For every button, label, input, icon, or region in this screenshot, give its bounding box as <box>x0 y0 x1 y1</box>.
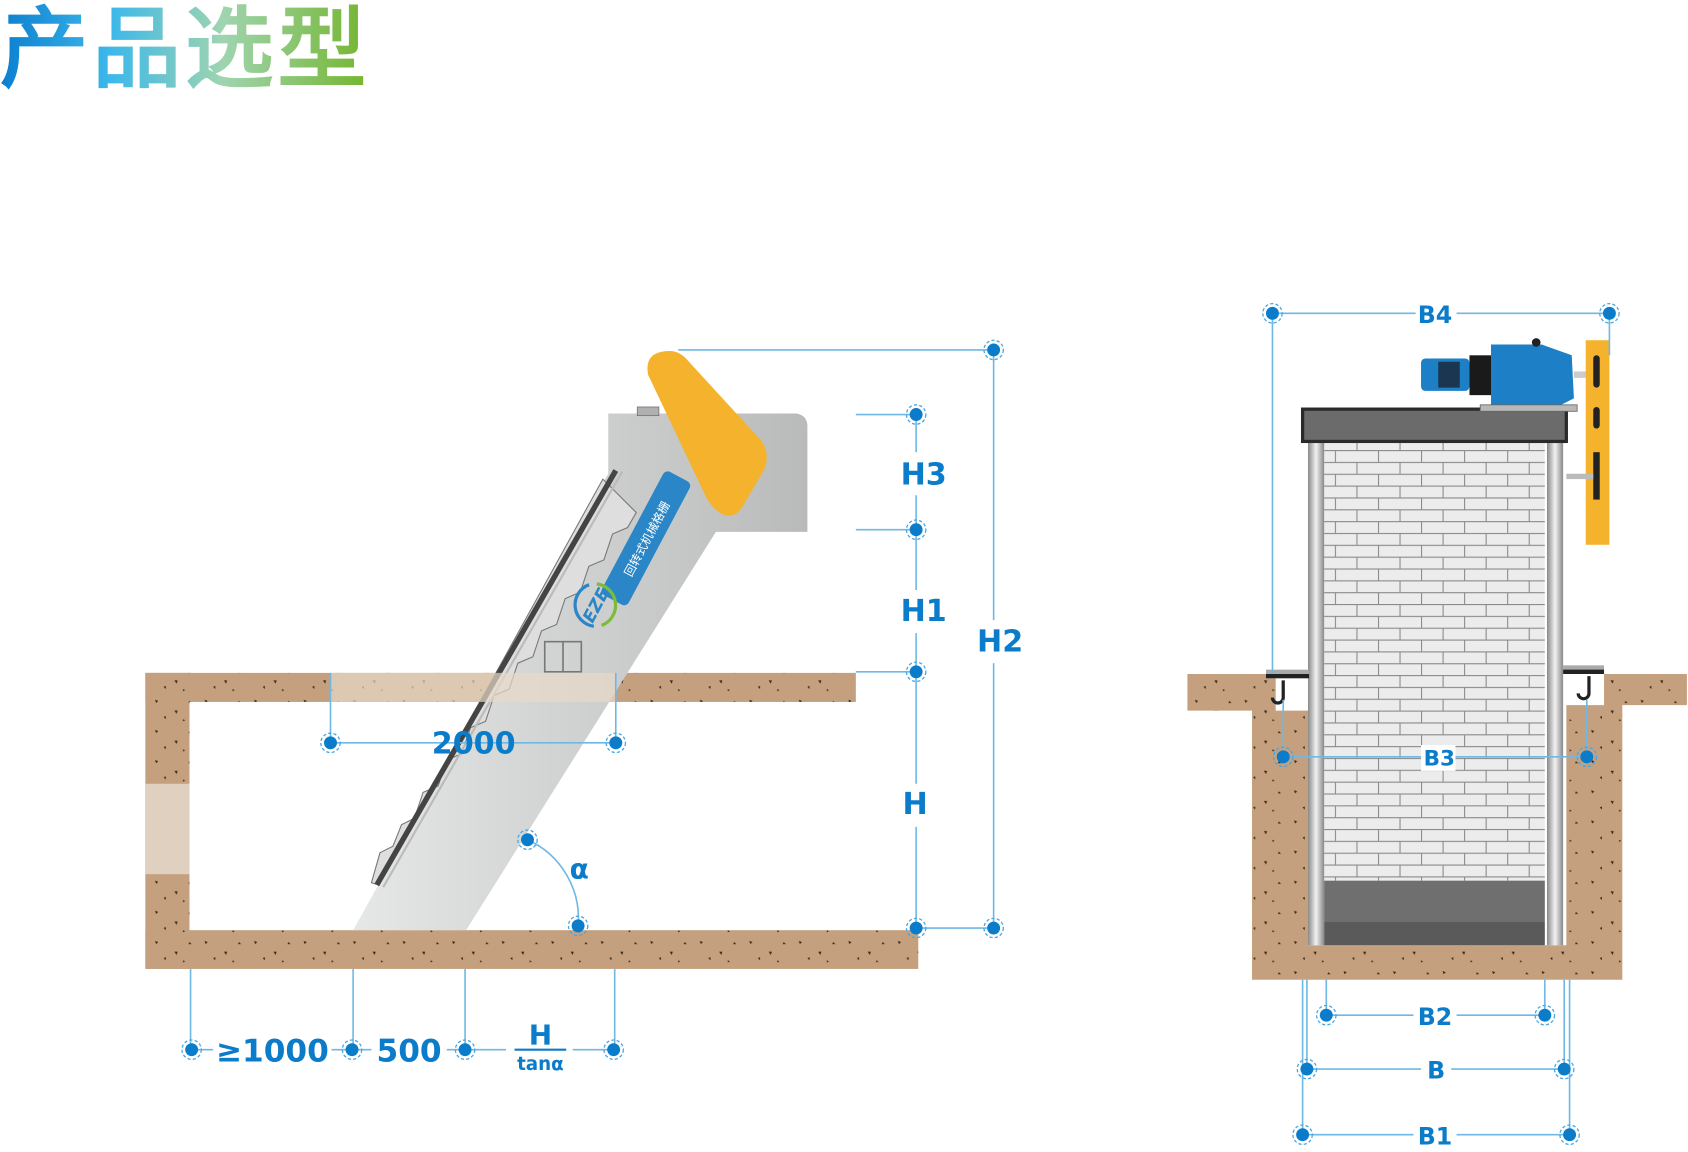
label-b3: B3 <box>1424 746 1455 771</box>
label-fraction-denominator: tanα <box>517 1054 564 1075</box>
label-alpha: α <box>570 853 589 886</box>
page-title: 产品选型 <box>0 0 370 101</box>
screen-frame <box>1266 407 1605 946</box>
label-h3: H3 <box>901 457 947 492</box>
label-b1: B1 <box>1418 1122 1453 1150</box>
label-width-2000: 2000 <box>432 727 516 762</box>
pit-concrete <box>1187 673 1687 980</box>
drive-motor <box>1421 338 1594 412</box>
side-view: 回转式机械格栅 EZE <box>145 339 1026 1077</box>
label-b2: B2 <box>1418 1003 1453 1031</box>
label-fraction-numerator: H <box>529 1018 552 1051</box>
label-h1: H1 <box>901 594 947 629</box>
screen-machine: 回转式机械格栅 EZE <box>353 351 808 931</box>
label-b: B <box>1427 1057 1445 1085</box>
label-h2: H2 <box>977 624 1023 659</box>
label-h: H <box>902 787 927 822</box>
side-labels: H3 H1 H H2 2000 α ≥1000 500 H tanα <box>213 452 1026 1077</box>
label-500: 500 <box>377 1034 442 1070</box>
label-b4: B4 <box>1418 301 1453 329</box>
front-labels: B4 B3 B2 B B1 <box>1413 299 1457 1151</box>
label-min-1000: ≥1000 <box>216 1034 329 1070</box>
side-plate <box>1566 340 1610 545</box>
front-view: B4 B3 B2 B B1 <box>1187 299 1687 1151</box>
rake-arm <box>647 351 767 516</box>
